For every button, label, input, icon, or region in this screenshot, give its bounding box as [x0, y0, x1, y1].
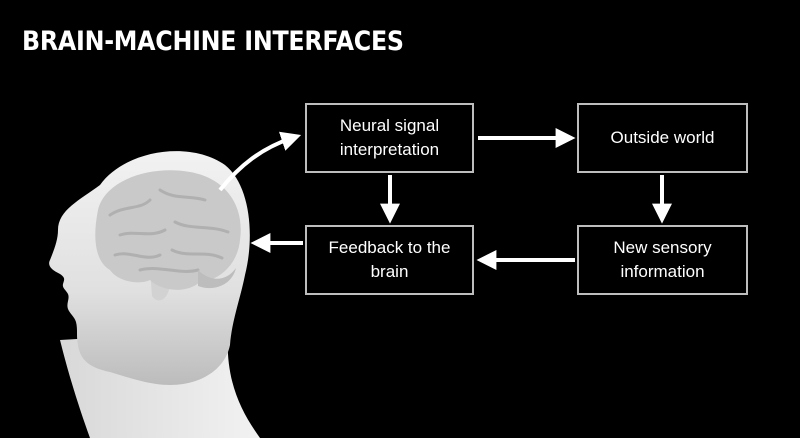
node-outside-world: Outside world [577, 103, 748, 173]
node-new-sensory-information: New sensory information [577, 225, 748, 295]
node-feedback-to-the-brain: Feedback to the brain [305, 225, 474, 295]
node-neural-signal-interpretation: Neural signal interpretation [305, 103, 474, 173]
arrow-brain-to-neural [218, 131, 302, 192]
slide-title: BRAIN-MACHINE INTERFACES [22, 26, 404, 57]
node-label: Neural signal interpretation [339, 116, 440, 159]
brain-icon [95, 170, 241, 290]
node-label: New sensory information [613, 238, 712, 281]
node-label: Feedback to the brain [328, 238, 451, 281]
node-label: Outside world [610, 128, 715, 147]
